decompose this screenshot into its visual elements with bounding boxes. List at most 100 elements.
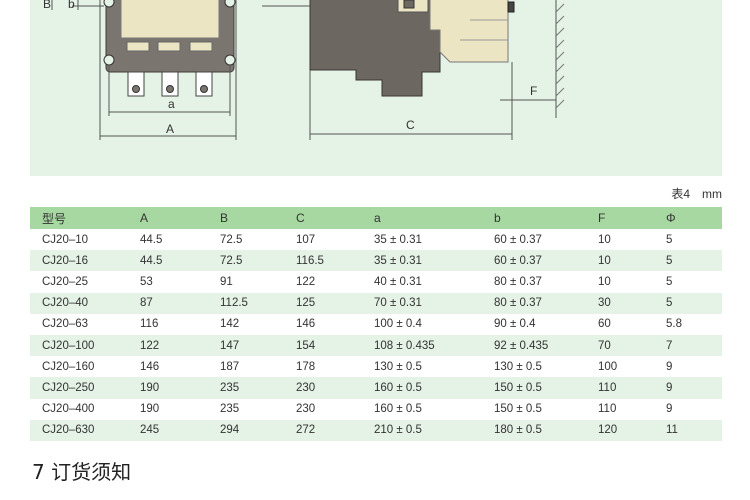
table-cell: 110 (586, 377, 654, 399)
table-cell: 5 (654, 250, 722, 272)
column-header: 型号 (30, 207, 128, 229)
column-header: Φ (654, 207, 722, 229)
screw-3 (200, 85, 208, 93)
table-cell: 112.5 (208, 292, 284, 314)
column-header: B (208, 207, 284, 229)
table-cell: 10 (586, 271, 654, 293)
dim-label-b: b (68, 0, 75, 11)
table-cell: 35 ± 0.31 (362, 229, 482, 251)
table-cell: 5 (654, 229, 722, 251)
model-cell: CJ20–630 (30, 419, 128, 441)
table-cell: 116 (128, 313, 208, 335)
model-cell: CJ20–16 (30, 250, 128, 272)
dim-label-B: B (43, 0, 51, 11)
table-cell: 120 (586, 419, 654, 441)
table-cell: 210 ± 0.5 (362, 419, 482, 441)
model-cell: CJ20–25 (30, 271, 128, 293)
side-switch-knob (403, 0, 415, 9)
table-cell: 190 (128, 398, 208, 420)
dimension-drawing: B b a A (30, 0, 722, 176)
table-cell: 235 (208, 377, 284, 399)
section-title: 7 订货须知 (32, 460, 132, 484)
table-cell: 160 ± 0.5 (362, 398, 482, 420)
dim-label-F: F (530, 84, 537, 98)
table-cell: 10 (586, 229, 654, 251)
model-cell: CJ20–40 (30, 292, 128, 314)
table-cell: 107 (284, 229, 362, 251)
mount-hole-tl (103, 0, 115, 8)
table-cell: 100 ± 0.4 (362, 313, 482, 335)
column-header: F (586, 207, 654, 229)
table-cell: 116.5 (284, 250, 362, 272)
table-cell: 272 (284, 419, 362, 441)
model-cell: CJ20–160 (30, 356, 128, 378)
model-cell: CJ20–400 (30, 398, 128, 420)
terminal-slot-2 (157, 41, 181, 52)
table-cell: 235 (208, 398, 284, 420)
table-cell: 146 (284, 313, 362, 335)
table-cell: 146 (128, 356, 208, 378)
table-cell: 72.5 (208, 250, 284, 272)
side-view (262, 0, 565, 140)
table-cell: 40 ± 0.31 (362, 271, 482, 293)
table-cell: 30 (586, 292, 654, 314)
table-cell: 230 (284, 377, 362, 399)
table-caption: 表4 mm (671, 187, 722, 201)
table-cell: 230 (284, 398, 362, 420)
screw-2 (166, 85, 174, 93)
table-cell: 35 ± 0.31 (362, 250, 482, 272)
table-cell: 294 (208, 419, 284, 441)
table-cell: 5.8 (654, 313, 722, 335)
table-cell: 70 ± 0.31 (362, 292, 482, 314)
table-cell: 60 ± 0.37 (482, 229, 586, 251)
mount-hole-tr (224, 0, 236, 8)
dim-label-A: A (166, 122, 174, 136)
table-cell: 142 (208, 313, 284, 335)
table-cell: 90 ± 0.4 (482, 313, 586, 335)
table-cell: 147 (208, 334, 284, 357)
wall-hatching (555, 0, 565, 109)
table-cell: 100 (586, 356, 654, 378)
table-cell: 60 (586, 313, 654, 335)
terminal-3 (195, 71, 213, 97)
model-cell: CJ20–63 (30, 313, 128, 335)
table-cell: 108 ± 0.435 (362, 334, 482, 357)
terminal-slot-3 (189, 41, 213, 52)
table-cell: 160 ± 0.5 (362, 377, 482, 399)
table-cell: 10 (586, 250, 654, 272)
table-cell: 150 ± 0.5 (482, 398, 586, 420)
table-cell: 87 (128, 292, 208, 314)
table-cell: 130 ± 0.5 (482, 356, 586, 378)
rail-clip (507, 1, 515, 13)
table-cell: 7 (654, 334, 722, 357)
table-cell: 80 ± 0.37 (482, 292, 586, 314)
dim-label-C: C (406, 118, 415, 132)
table-cell: 190 (128, 377, 208, 399)
contactor-drawing-svg: B b a A (43, 0, 565, 140)
table-cell: 70 (586, 334, 654, 357)
terminal-2 (161, 71, 179, 97)
table-cell: 11 (654, 419, 722, 441)
table-cell: 44.5 (128, 229, 208, 251)
table-cell: 178 (284, 356, 362, 378)
table-cell: 125 (284, 292, 362, 314)
mount-hole-br (224, 54, 236, 66)
table-cell: 5 (654, 271, 722, 293)
table-cell: 180 ± 0.5 (482, 419, 586, 441)
table-cell: 53 (128, 271, 208, 293)
table-cell: 122 (284, 271, 362, 293)
table-cell: 110 (586, 398, 654, 420)
table-cell: 60 ± 0.37 (482, 250, 586, 272)
dim-label-a: a (168, 97, 175, 111)
table-cell: 245 (128, 419, 208, 441)
